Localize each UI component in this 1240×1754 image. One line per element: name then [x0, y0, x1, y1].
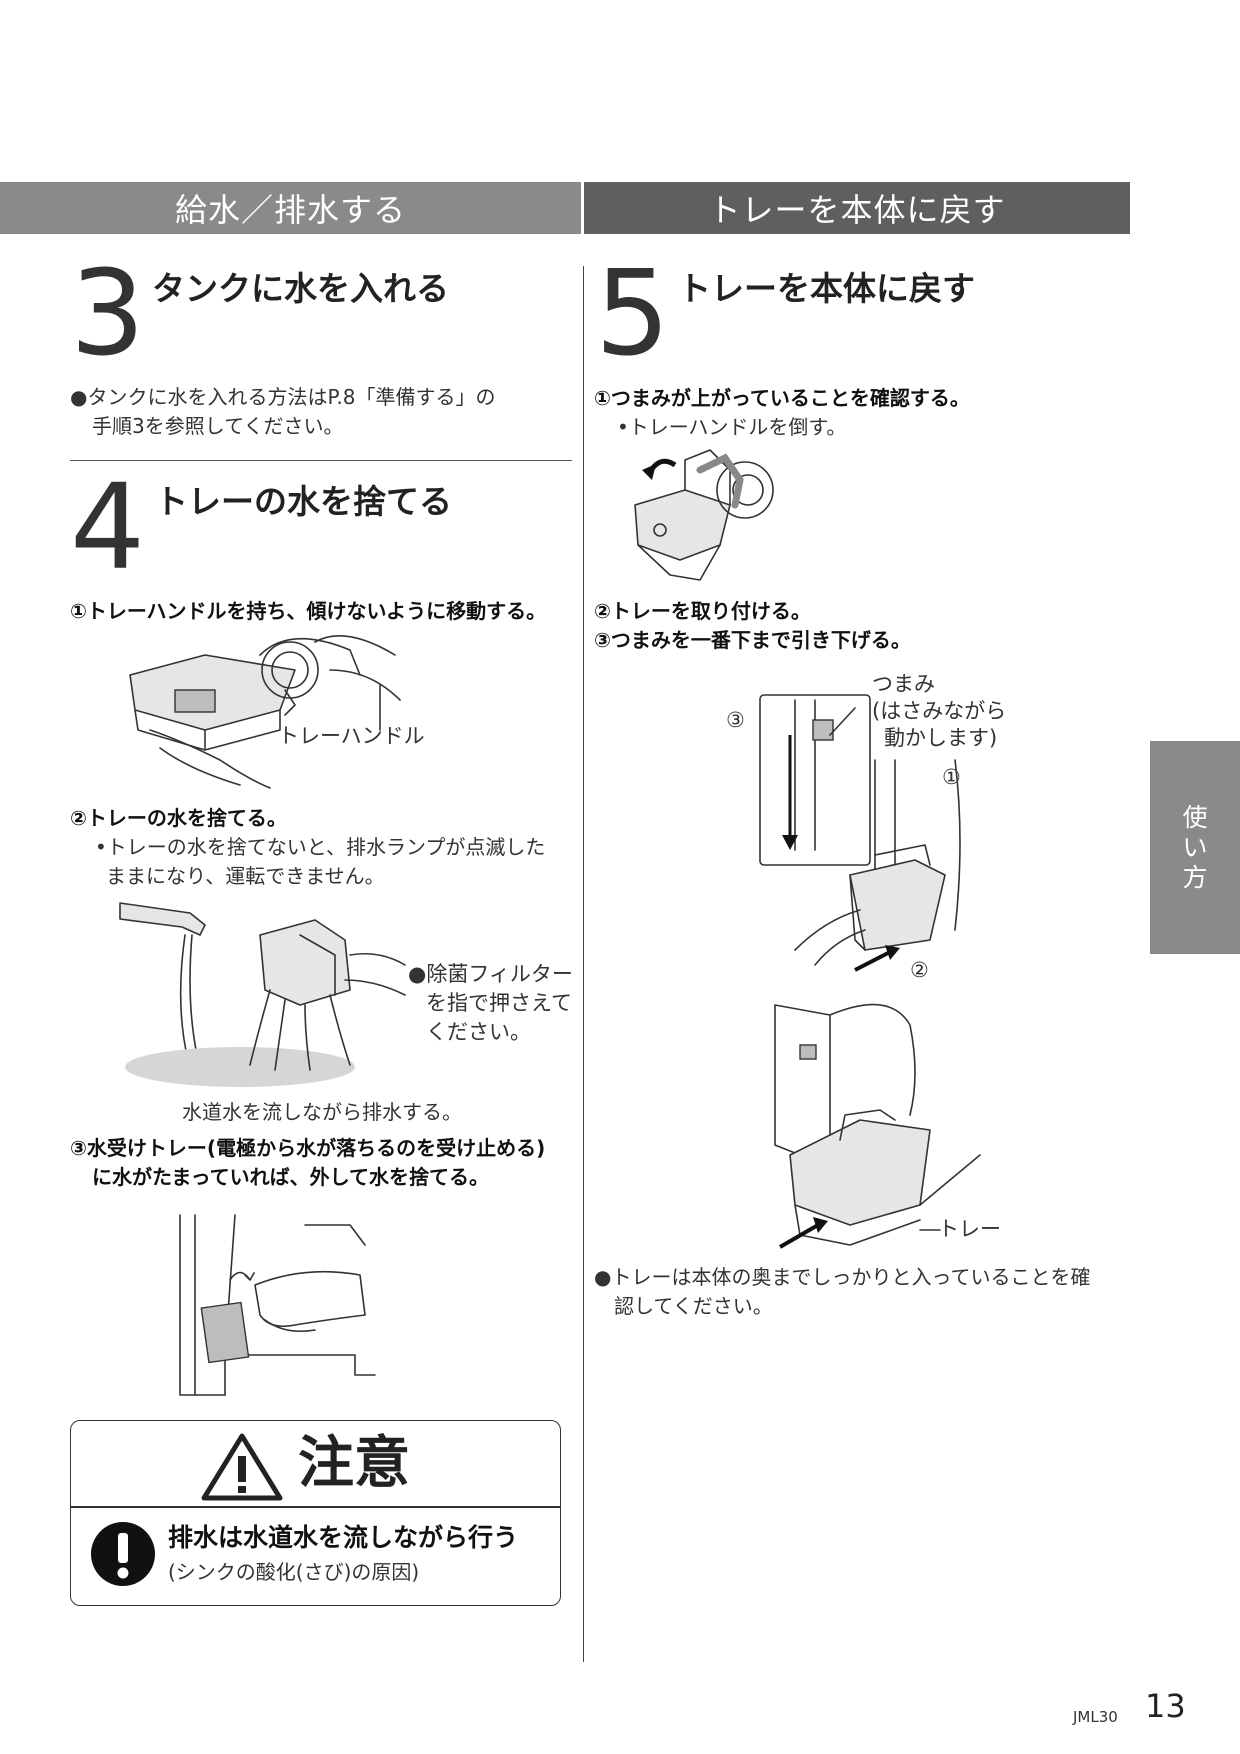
- caption-drain: 水道水を流しながら排水する。: [182, 1100, 462, 1124]
- step5-sub3: ③つまみを一番下まで引き下げる。: [594, 628, 911, 652]
- warning-triangle-icon: [201, 1433, 283, 1501]
- illustration-remove-drip-tray: [179, 1214, 376, 1396]
- mark-1: ①: [942, 765, 961, 789]
- section-header-right-text: トレーを本体に戻す: [708, 191, 1006, 229]
- section-header-supply-drain: 給水／排水する: [0, 182, 581, 234]
- step5-sub1: ①つまみが上がっていることを確認する。: [594, 386, 970, 410]
- illustration-drain-water: [119, 902, 406, 1087]
- step3-title: タンクに水を入れる: [152, 269, 449, 308]
- step4-sub3-line2: に水がたまっていれば、外して水を捨てる。: [92, 1165, 489, 1189]
- step4-sub2: ②トレーの水を捨てる。: [70, 806, 287, 830]
- exclamation-prohibit-icon: [91, 1522, 155, 1586]
- filter-note-line1: ●除菌フィルター: [408, 962, 573, 986]
- knob-label-line2: (はさみながら: [872, 699, 1007, 723]
- caution-main: 排水は水道水を流しながら行う: [168, 1523, 519, 1552]
- mark-3: ③: [726, 708, 745, 732]
- caution-box: [70, 1420, 561, 1606]
- step5-sub2: ②トレーを取り付ける。: [594, 599, 811, 623]
- caution-divider: [70, 1506, 561, 1508]
- filter-note-line2: を指で押さえて: [426, 991, 572, 1015]
- caution-title: 注意: [298, 1431, 410, 1496]
- side-tab-char2: い: [1182, 832, 1208, 862]
- step5-sub1-note: •トレーハンドルを倒す。: [617, 415, 847, 439]
- step-separator: [70, 460, 572, 461]
- step4-sub3-line1: ③水受けトレー(電極から水が落ちるのを受け止める): [70, 1136, 546, 1160]
- side-tab-usage[interactable]: 使 い 方: [1150, 741, 1240, 954]
- step4-title: トレーの水を捨てる: [155, 482, 452, 521]
- illustration-attach-tray: [759, 694, 961, 972]
- step4-sub2-note-line1: •トレーの水を捨てないと、排水ランプが点滅した: [95, 835, 546, 859]
- knob-label-line3: 動かします): [884, 726, 998, 750]
- step3-number: 3: [70, 244, 146, 382]
- side-tab-char1: 使: [1182, 802, 1208, 832]
- step5-title: トレーを本体に戻す: [678, 269, 975, 308]
- section-header-left-text: 給水／排水する: [174, 191, 406, 229]
- mark-2: ②: [910, 958, 929, 982]
- label-tray: トレー: [938, 1217, 1001, 1241]
- step3-note-line1: ●タンクに水を入れる方法はP.8「準備する」の: [70, 385, 496, 409]
- filter-note-line3: ください。: [426, 1020, 531, 1044]
- step3-note-line2: 手順3を参照してください。: [92, 414, 344, 438]
- step4-sub1: ①トレーハンドルを持ち、傾けないように移動する。: [70, 599, 547, 623]
- knob-label-line1: つまみ: [872, 672, 935, 696]
- illustration-carry-tray: [129, 635, 401, 789]
- step4-sub2-note-line2: ままになり、運転できません。: [106, 864, 385, 888]
- column-divider: [583, 266, 584, 1662]
- step5-final-note-line1: ●トレーは本体の奥までしっかりと入っていることを確: [594, 1265, 1091, 1289]
- step5-final-note-line2: 認してください。: [614, 1294, 773, 1318]
- caution-reason: (シンクの酸化(さび)の原因): [168, 1560, 420, 1584]
- illustration-tray-inserted: [774, 1003, 981, 1249]
- footer-page-number: 13: [1145, 1687, 1186, 1725]
- label-tray-handle: トレーハンドル: [278, 724, 425, 748]
- side-tab-char3: 方: [1182, 862, 1208, 892]
- section-header-return-tray: トレーを本体に戻す: [584, 182, 1130, 234]
- step5-number: 5: [595, 244, 671, 382]
- footer-model: JML30: [1073, 1708, 1118, 1726]
- step4-number: 4: [70, 458, 146, 596]
- illustration-fold-handle: [634, 449, 774, 581]
